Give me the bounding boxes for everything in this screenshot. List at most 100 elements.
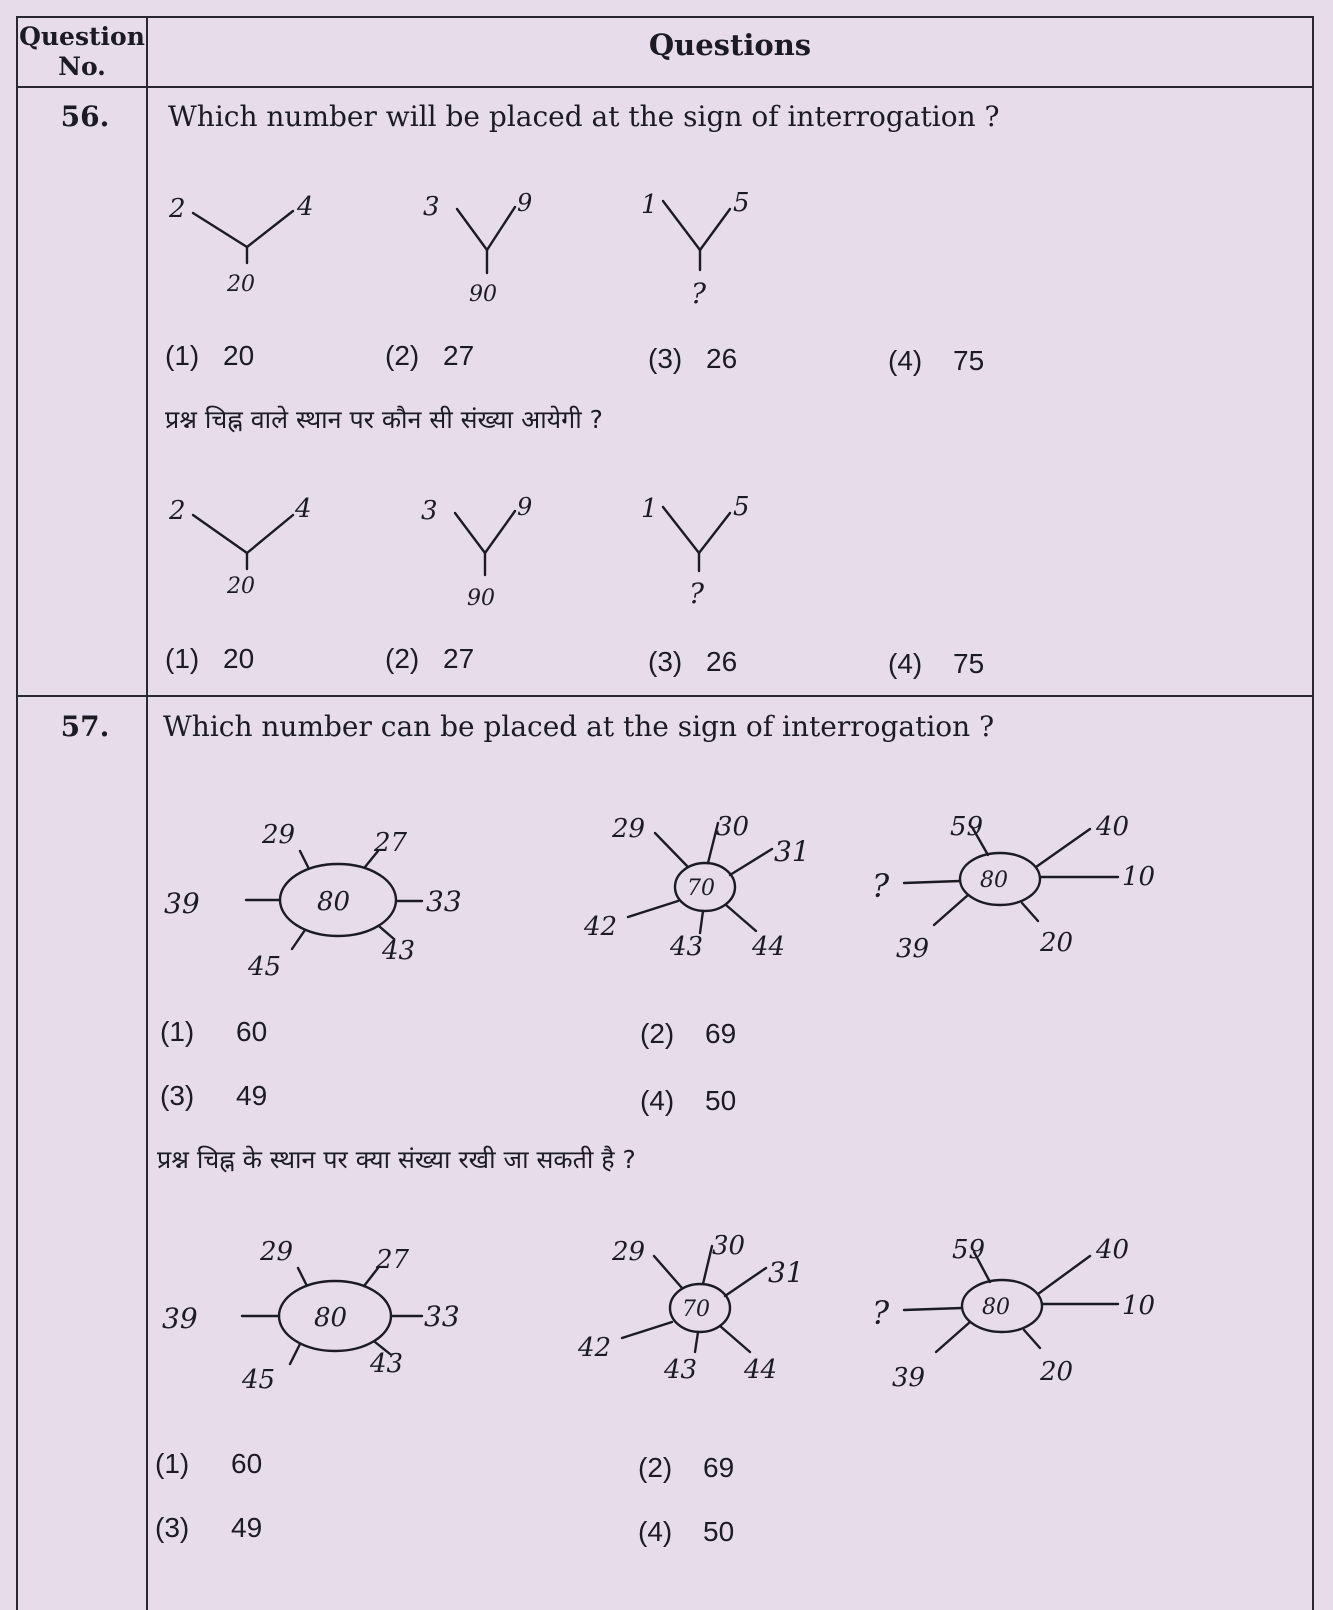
q57-fig2-spoke-1: 29 (611, 814, 645, 844)
q57-figure-3: 80 59 40 10 20 39 ? (872, 812, 1155, 964)
q57-hi-option-3-value: 49 (231, 1512, 263, 1543)
q56-hi-option-1[interactable]: (1) 20 (165, 643, 254, 675)
q56-option-3[interactable]: (3)26 (648, 343, 737, 375)
q57-fig3-spoke-1: 59 (950, 812, 983, 842)
q56-hi-option-1-label: (1) (165, 643, 200, 674)
q57-hi-figure-3: 80 59 40 10 20 39 ? (872, 1235, 1155, 1393)
q57-hi-fig3-spoke-6: ? (872, 1294, 890, 1332)
q56-fig2-bottom: 90 (469, 282, 497, 307)
q57-hi-option-3-label: (3) (155, 1512, 190, 1543)
q57-fig2-spoke-5: 43 (669, 932, 703, 962)
q57-fig3-spoke-5: 39 (896, 934, 929, 964)
table-frame (16, 16, 1314, 1610)
q57-option-4-value: 50 (705, 1085, 737, 1116)
q57-hi-fig1-spoke-5: 45 (241, 1365, 275, 1395)
q57-fig3-spoke-2: 40 (1095, 812, 1129, 842)
q57-hi-fig3-spoke-1: 59 (952, 1235, 985, 1265)
q56-hi-option-2-value: 27 (443, 643, 475, 674)
q57-option-1-label: (1) (160, 1016, 195, 1047)
q56-option-2[interactable]: (2)27 (385, 340, 474, 372)
q57-hi-fig1-spoke-3: 33 (424, 1300, 460, 1333)
q57-option-4-label: (4) (640, 1085, 675, 1116)
q57-fig2-spoke-4: 44 (751, 932, 785, 962)
q57-fig1-center: 80 (317, 887, 350, 917)
q56-hi-option-2[interactable]: (2) 27 (385, 643, 474, 675)
q56-hi-option-3[interactable]: (3) 26 (648, 646, 737, 678)
q57-hi-option-4-label: (4) (638, 1516, 673, 1547)
q57-hi-option-3[interactable]: (3) 49 (155, 1512, 262, 1544)
q57-option-3-value: 49 (236, 1080, 268, 1111)
q56-fig1-bottom: 20 (226, 272, 255, 297)
q56-number: 56. (60, 100, 110, 133)
q56-fig3-bottom: ? (691, 277, 707, 310)
q57-hi-fig2-spoke-5: 43 (663, 1355, 697, 1385)
q56-option-2-label: (2) (385, 340, 420, 371)
header-no-label: No. (58, 52, 106, 81)
q57-hi-fig3-spoke-2: 40 (1095, 1235, 1129, 1265)
q57-fig1-spoke-2: 27 (373, 828, 408, 858)
q56-hi-figure-1: 2 4 20 (168, 494, 312, 599)
q57-text-english: Which number can be placed at the sign o… (163, 710, 995, 743)
q57-hi-option-1[interactable]: (1)60 (155, 1448, 262, 1480)
q56-hi-fig3-left: 1 (641, 494, 658, 524)
q56-hi-option-3-label: (3) (648, 646, 683, 677)
q57-hi-option-4[interactable]: (4)50 (638, 1516, 734, 1548)
q57-text-hindi: प्रश्न चिह्न के स्थान पर क्या संख्या रखी… (157, 1145, 636, 1174)
header-questions: Questions (648, 28, 812, 62)
q56-option-1[interactable]: (1)20 (165, 340, 254, 372)
q56-fig3-right: 5 (733, 188, 750, 218)
q56-hi-option-2-label: (2) (385, 643, 420, 674)
q57-hi-option-2[interactable]: (2) 69 (638, 1452, 734, 1484)
q57-fig2-spoke-2: 30 (716, 812, 749, 842)
q56-option-1-label: (1) (165, 340, 200, 371)
q56-hi-fig2-left: 3 (421, 496, 438, 526)
q57-hi-fig1-spoke-6: 39 (162, 1302, 198, 1335)
q56-fig1-right: 4 (296, 192, 314, 222)
q57-fig1-spoke-5: 45 (247, 952, 281, 982)
header-divider (16, 86, 1314, 88)
q57-fig1-spoke-4: 43 (381, 936, 415, 966)
q57-option-4[interactable]: (4) 50 (640, 1085, 736, 1117)
q57-fig1-spoke-3: 33 (426, 885, 462, 918)
q56-hi-option-4[interactable]: (4)75 (888, 648, 984, 680)
q57-option-2-label: (2) (640, 1018, 675, 1049)
q57-fig3-spoke-3: 10 (1122, 862, 1155, 892)
q57-option-1[interactable]: (1)60 (160, 1016, 267, 1048)
q56-figure-3: 1 5 ? (641, 188, 750, 310)
q57-hi-fig1-spoke-1: 29 (259, 1237, 293, 1267)
q56-fig3-left: 1 (641, 190, 658, 220)
q56-hi-option-3-value: 26 (706, 646, 738, 677)
q56-option-4[interactable]: (4)75 (888, 345, 984, 377)
q57-hi-fig2-spoke-4: 44 (743, 1355, 777, 1385)
q57-fig2-spoke-6: 42 (583, 912, 617, 942)
q56-hi-figure-2: 3 9 90 (421, 493, 532, 611)
q56-hi-figure-3: 1 5 ? (641, 492, 750, 610)
q57-fig2-center: 70 (687, 876, 715, 901)
q57-hi-fig3-spoke-4: 20 (1039, 1357, 1073, 1387)
q56-hi-fig1-bottom: 20 (226, 574, 255, 599)
q56-fig2-right: 9 (517, 189, 532, 217)
q57-fig2-spoke-3: 31 (774, 835, 810, 868)
q57-option-3[interactable]: (3)49 (160, 1080, 267, 1112)
q57-fig1-spoke-1: 29 (261, 820, 295, 850)
q56-hi-fig3-bottom: ? (689, 577, 705, 610)
q56-hi-fig3-right: 5 (733, 492, 750, 522)
q57-option-2[interactable]: (2)69 (640, 1018, 736, 1050)
q57-hi-option-2-value: 69 (703, 1452, 735, 1483)
q57-hi-fig1-center: 80 (314, 1303, 347, 1333)
q56-hi-option-1-value: 20 (223, 643, 255, 674)
q56-figure-2: 3 9 90 (423, 189, 532, 307)
q56-hi-fig2-right: 9 (517, 493, 532, 521)
q56-hi-fig1-left: 2 (168, 496, 186, 526)
q57-hi-fig2-spoke-1: 29 (611, 1237, 645, 1267)
q56-option-4-label: (4) (888, 345, 923, 376)
q56-fig2-left: 3 (423, 192, 440, 222)
row-divider (16, 695, 1314, 697)
q56-text-english: Which number will be placed at the sign … (168, 100, 1000, 133)
q57-hi-option-2-label: (2) (638, 1452, 673, 1483)
q57-figure-1: 80 29 27 33 43 45 39 (164, 820, 462, 982)
q57-fig3-center: 80 (980, 868, 1008, 893)
q57-fig3-spoke-4: 20 (1039, 928, 1073, 958)
q57-hi-fig3-center: 80 (982, 1295, 1010, 1320)
q57-fig3-spoke-6: ? (872, 867, 890, 905)
